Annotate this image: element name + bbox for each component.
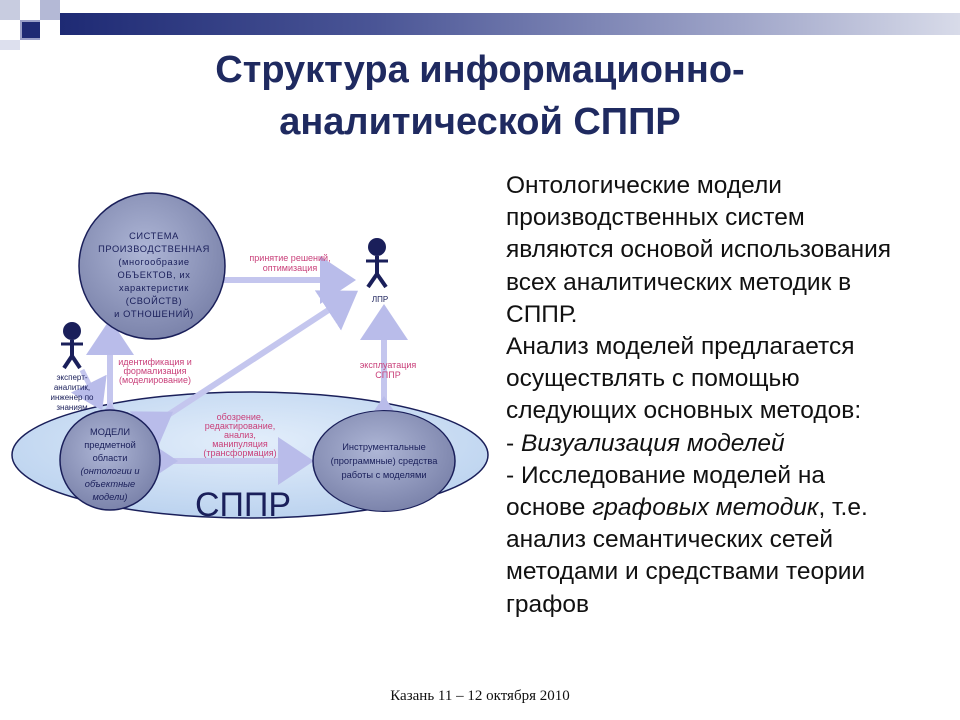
arrow-label-decisions: принятие решений, оптимизация (249, 253, 330, 273)
tools-circle-text: Инструментальные (программные) средства … (331, 442, 439, 480)
sppr-structure-diagram: СИСТЕМА ПРОИЗВОДСТВЕННАЯ (многообразие О… (11, 192, 489, 524)
body-line-8: следующих основных методов: (506, 397, 862, 425)
models-circle (59, 409, 161, 511)
models-line-4: объектные (85, 479, 135, 489)
models-line-3: (онтологии и (80, 466, 139, 476)
footer-caption: Казань 11 – 12 октября 2010 (390, 688, 570, 704)
arrow-label-identification: идентификация и формализация (моделирова… (118, 357, 192, 385)
review-line-4: (трансформация) (203, 448, 276, 458)
identification-line-2: (моделирование) (119, 375, 191, 385)
body-line-5: СППР. (506, 300, 578, 328)
system-circle-text: СИСТЕМА ПРОИЗВОДСТВЕННАЯ (многообразие О… (98, 231, 210, 319)
system-line-6: и ОТНОШЕНИЙ) (114, 308, 194, 319)
body-line-4: всех аналитических методик в (506, 268, 852, 296)
slide-body-text: Онтологические модели производственных с… (506, 170, 946, 621)
body-item-2-line-4: методами и средствами теории (506, 558, 866, 586)
arrow-label-exploitation: эксплуатация СППР (360, 360, 417, 380)
arrow-models-to-lpr (129, 290, 359, 452)
exploitation-line-1: СППР (375, 370, 400, 380)
tools-line-0: Инструментальные (342, 442, 426, 452)
models-line-5: модели) (92, 492, 127, 502)
review-line-2: анализ, (224, 430, 256, 440)
body-item-2-line-3: анализ семантических сетей (506, 526, 834, 554)
review-line-3: манипуляция (212, 439, 268, 449)
slide-title: Структура информационно- аналитической С… (120, 44, 840, 148)
system-circle (78, 192, 226, 340)
body-line-7: осуществлять с помощью (506, 365, 800, 393)
system-line-1: ПРОИЗВОДСТВЕННАЯ (98, 244, 210, 254)
review-line-0: обозрение, (217, 412, 264, 422)
body-line-1: Онтологические модели (506, 172, 782, 199)
system-line-3: ОБЪЕКТОВ, их (118, 270, 191, 280)
models-line-1: предметной (84, 440, 136, 450)
identification-line-1: формализация (123, 366, 186, 376)
body-item-2-line-2: основе графовых методик, т.е. (506, 492, 946, 524)
exploitation-line-0: эксплуатация (360, 360, 417, 370)
system-line-0: СИСТЕМА (129, 231, 179, 241)
item1-italic: Визуализация моделей (520, 429, 785, 457)
models-line-0: МОДЕЛИ (90, 427, 130, 437)
item2-pre: основе (506, 494, 593, 522)
system-line-5: (СВОЙСТВ) (126, 295, 182, 306)
decisions-line-1: оптимизация (263, 263, 318, 273)
body-line-2: производственных систем (506, 204, 805, 232)
review-line-1: редактирование, (205, 421, 275, 431)
item2-italic: графовых методик (592, 494, 819, 522)
tools-line-1: (программные) средства (331, 456, 439, 466)
decisions-line-0: принятие решений, (249, 253, 330, 263)
identification-line-0: идентификация и (118, 357, 192, 367)
body-item-2-line-1: - Исследование моделей на (506, 461, 826, 489)
system-line-4: характеристик (119, 283, 189, 293)
expert-line-2: инженер по (50, 393, 94, 402)
tools-circle (312, 410, 456, 512)
expert-label: эксперт- аналитик, инженер по знаниям (50, 373, 94, 412)
title-line-2: аналитической СППР (279, 101, 681, 143)
arrow-label-review: обозрение, редактирование, анализ, манип… (203, 412, 276, 458)
expert-person-icon (61, 322, 83, 370)
body-item-2-line-5: графов (506, 590, 589, 618)
lpr-person-icon (366, 238, 388, 289)
corner-decoration (0, 0, 960, 50)
expert-line-1: аналитик, (54, 383, 90, 392)
models-line-2: области (93, 453, 128, 463)
arrow-expert (70, 368, 107, 411)
lpr-label: ЛПР (372, 295, 388, 304)
expert-line-0: эксперт- (56, 373, 87, 382)
sppr-label: СППР (195, 486, 291, 524)
expert-line-3: знаниям (56, 403, 87, 412)
body-line-3: являются основой использования (506, 236, 892, 264)
tools-line-2: работы с моделями (341, 470, 426, 480)
item2-post: , т.е. (818, 494, 868, 522)
body-line-6: Анализ моделей предлагается (506, 333, 855, 361)
title-line-1: Структура информационно- (215, 49, 745, 91)
item1-prefix: - (506, 429, 521, 457)
models-circle-text: МОДЕЛИ предметной области (онтологии и о… (80, 427, 139, 502)
body-item-1: - Визуализация моделей (506, 428, 946, 460)
system-line-2: (многообразие (118, 257, 189, 267)
